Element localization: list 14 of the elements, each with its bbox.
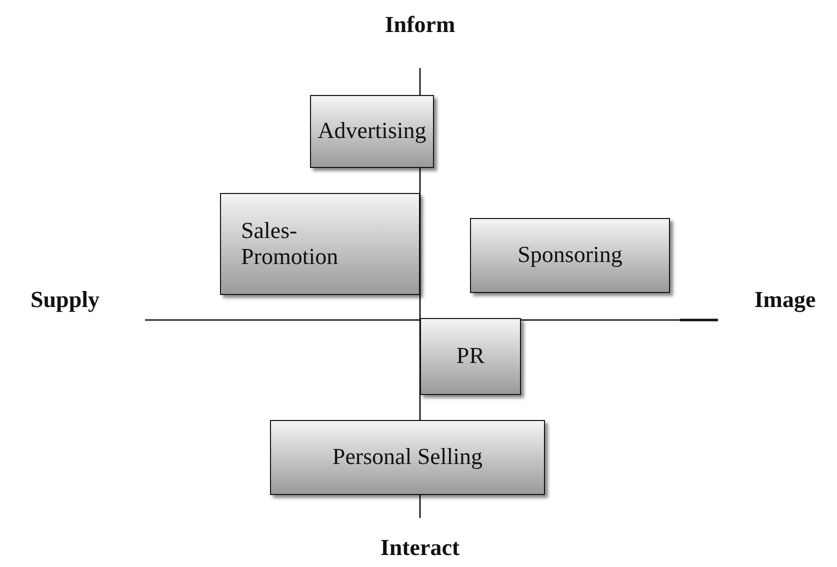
box (270, 420, 545, 495)
box-label: Sponsoring (518, 242, 622, 269)
box (470, 218, 670, 293)
box-label: PR (456, 343, 485, 370)
box (420, 318, 521, 395)
box (220, 193, 420, 295)
axis-label: Interact (380, 535, 460, 561)
box-label: Sales-Promotion (241, 218, 340, 270)
axis-label: Image (754, 287, 816, 313)
axis-label: Supply (30, 287, 100, 313)
box-label: Advertising (318, 118, 426, 145)
box (310, 95, 434, 168)
box-label: Personal Selling (332, 444, 483, 471)
axis-label: Inform (384, 12, 456, 38)
